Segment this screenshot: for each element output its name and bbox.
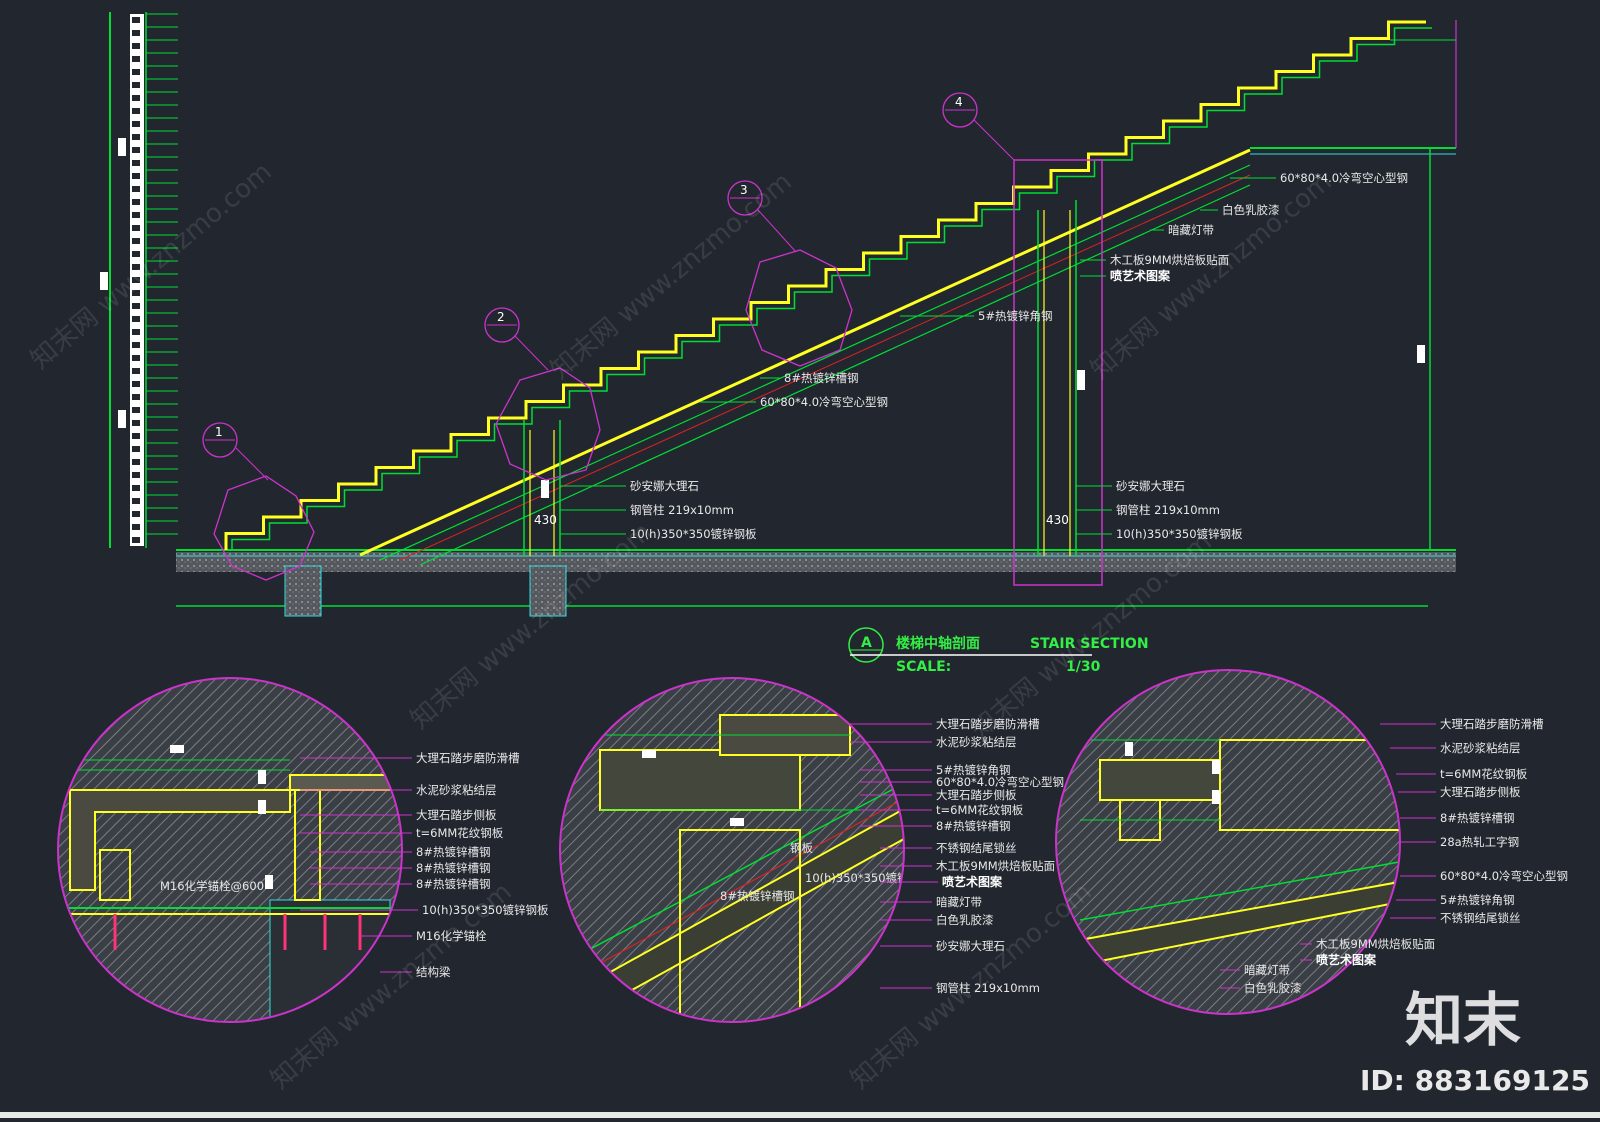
scale-value: 1/30: [1066, 659, 1101, 675]
d1Labels-label-4: 8#热镀锌槽钢: [416, 845, 490, 859]
steel-column-2: 430: [1013, 159, 1103, 586]
mainLabels-label-8: 10(h)350*350镀锌钢板: [1116, 527, 1243, 541]
d3Labels-label-2: t=6MM花纹钢板: [1440, 767, 1528, 781]
d1Labels-label-9: 结构梁: [416, 965, 451, 979]
d2Labels-label-10: 暗藏灯带: [936, 895, 982, 909]
mainLabels-label-3: 木工板9MM烘焙板贴面: [1110, 253, 1229, 267]
d3Labels-label-3: 大理石踏步侧板: [1440, 785, 1521, 799]
mainLabels-label-2: 暗藏灯带: [1168, 223, 1214, 237]
stair-flight: [224, 20, 1432, 550]
d1Labels-label-0: 大理石踏步磨防滑槽: [416, 751, 520, 765]
left-wall-strip: [100, 12, 178, 548]
d1Labels-label-6: 8#热镀锌槽钢: [416, 877, 490, 891]
d3Labels-label-1: 水泥砂浆粘结层: [1440, 741, 1521, 755]
d2Labels-label-9: 喷艺术图案: [942, 874, 1003, 889]
d3Labels-label-6: 60*80*4.0冷弯空心型钢: [1440, 869, 1568, 883]
detail-2-inner-label-2: 10(h)350*350镀锌钢板: [805, 871, 932, 885]
d2Labels-label-2: 5#热镀锌角钢: [936, 763, 1010, 777]
detail-callout-2: 2: [484, 307, 601, 481]
section-mark: A: [861, 635, 872, 651]
d2Labels-label-3: 60*80*4.0冷弯空心型钢: [936, 775, 1064, 789]
d1Labels-label-2: 大理石踏步侧板: [416, 808, 497, 822]
section-title: 楼梯中轴剖面: [896, 635, 980, 652]
detail-callout-4: 4: [942, 92, 1015, 161]
detail-2-inner-label-3: 8#热镀锌槽钢: [720, 889, 794, 903]
steel-column-1: 430: [523, 420, 561, 556]
d3Labels-label-11: 暗藏灯带: [1244, 963, 1290, 977]
mainLabels-label-5: 5#热镀锌角钢: [978, 309, 1052, 323]
mainLabels-label-6: 砂安娜大理石: [1116, 479, 1185, 493]
watermark-text-1: 知末网 www.znzmo.com: [25, 157, 277, 376]
callout-2-number: 2: [497, 310, 505, 324]
detail-1-inner-label: M16化学锚栓@600: [160, 879, 264, 893]
mainLabels-label-3: 钢管柱 219x10mm: [630, 503, 734, 517]
id-watermark: ID: 883169125: [1360, 1064, 1590, 1097]
mainLabels-label-0: 8#热镀锌槽钢: [784, 371, 858, 385]
brand-watermark: 知末: [1405, 986, 1521, 1054]
d1Labels-label-5: 8#热镀锌槽钢: [416, 861, 490, 875]
d2Labels-label-0: 大理石踏步磨防滑槽: [936, 717, 1040, 731]
dim-430-a: 430: [534, 513, 557, 527]
d3Labels-label-0: 大理石踏步磨防滑槽: [1440, 717, 1544, 731]
callout-3-number: 3: [740, 183, 748, 197]
detail-callout-1: 1: [202, 422, 315, 581]
dim-430-b: 430: [1046, 513, 1069, 527]
d2Labels-label-12: 砂安娜大理石: [936, 939, 1005, 953]
d2Labels-label-1: 水泥砂浆粘结层: [936, 735, 1017, 749]
floor-slab: [176, 549, 1456, 617]
d3Labels-label-12: 白色乳胶漆: [1244, 981, 1302, 995]
bottom-edge: [0, 1112, 1600, 1118]
scale-label: SCALE:: [896, 659, 951, 675]
d2Labels-label-13: 钢管柱 219x10mm: [936, 981, 1040, 995]
d2Labels-label-7: 不锈钢结尾锁丝: [936, 841, 1017, 855]
upper-landing: [1250, 20, 1457, 550]
d2Labels-label-5: t=6MM花纹钢板: [936, 803, 1024, 817]
callout-4-number: 4: [955, 95, 963, 109]
mainLabels-label-2: 砂安娜大理石: [630, 479, 699, 493]
mainLabels-label-4: 10(h)350*350镀锌钢板: [630, 527, 757, 541]
d3Labels-label-10: 喷艺术图案: [1316, 952, 1377, 967]
section-subtitle: STAIR SECTION: [1030, 636, 1149, 652]
stair-treads: [224, 20, 1426, 550]
mainLabels-label-0: 60*80*4.0冷弯空心型钢: [1280, 171, 1408, 185]
d3Labels-label-9: 木工板9MM烘焙板贴面: [1316, 937, 1435, 951]
stair-nosing-lines: [231, 27, 1432, 550]
d3Labels-label-7: 5#热镀锌角钢: [1440, 893, 1514, 907]
detail-callout-3: 3: [727, 180, 853, 367]
d2Labels-label-4: 大理石踏步侧板: [936, 788, 1017, 802]
d3Labels-label-5: 28a热轧工字钢: [1440, 835, 1519, 849]
section-title-block: A 楼梯中轴剖面 STAIR SECTION SCALE: 1/30: [848, 627, 1149, 675]
d1Labels-label-8: M16化学锚栓: [416, 929, 487, 943]
callout-1-number: 1: [215, 425, 223, 439]
d1Labels-label-7: 10(h)350*350镀锌钢板: [422, 903, 549, 917]
mainLabels-label-7: 钢管柱 219x10mm: [1116, 503, 1220, 517]
d3Labels-label-4: 8#热镀锌槽钢: [1440, 811, 1514, 825]
mainLabels-label-1: 60*80*4.0冷弯空心型钢: [760, 395, 888, 409]
d2Labels-label-11: 白色乳胶漆: [936, 913, 994, 927]
d2Labels-label-8: 木工板9MM烘焙板贴面: [936, 859, 1055, 873]
d1Labels-label-3: t=6MM花纹钢板: [416, 826, 504, 840]
d2Labels-label-6: 8#热镀锌槽钢: [936, 819, 1010, 833]
detail-2-inner-label-1: 钢板: [790, 841, 813, 855]
detail-circle-2: 钢板 10(h)350*350镀锌钢板 8#热镀锌槽钢 大理石踏步磨防滑槽水泥砂…: [559, 677, 1064, 1023]
mainLabels-label-4: 喷艺术图案: [1110, 268, 1171, 283]
d1Labels-label-1: 水泥砂浆粘结层: [416, 783, 497, 797]
d3Labels-label-8: 不锈钢结尾锁丝: [1440, 911, 1521, 925]
main-stair-section: 430 430 1 2: [100, 12, 1457, 675]
mainLabels-label-1: 白色乳胶漆: [1222, 203, 1280, 217]
